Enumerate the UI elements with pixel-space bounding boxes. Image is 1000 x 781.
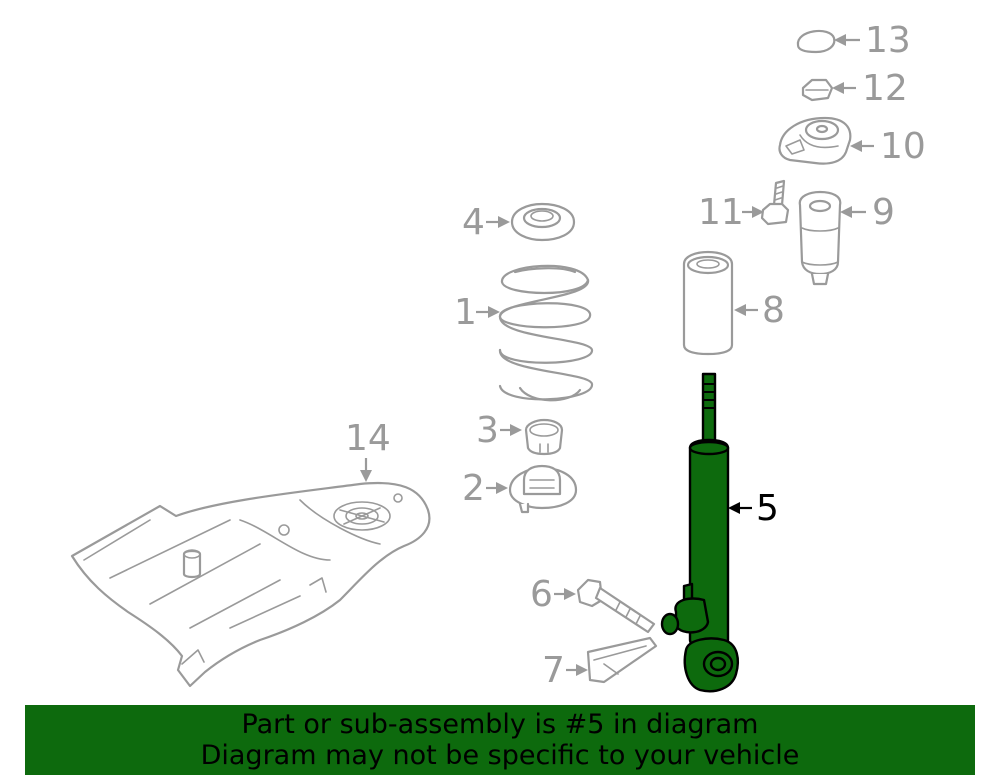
svg-text:8: 8 bbox=[762, 290, 785, 331]
callout-1: 1 bbox=[454, 292, 500, 333]
part-7-bracket[interactable] bbox=[586, 636, 658, 684]
svg-text:14: 14 bbox=[345, 418, 391, 459]
part-10-upper-mount[interactable] bbox=[778, 116, 852, 165]
svg-text:5: 5 bbox=[756, 488, 779, 529]
callout-7: 7 bbox=[542, 650, 588, 691]
callout-11: 11 bbox=[698, 192, 764, 233]
callout-10: 10 bbox=[850, 126, 926, 167]
banner-line-1: Part or sub-assembly is #5 in diagram bbox=[241, 709, 759, 740]
part-13-cap[interactable] bbox=[796, 29, 836, 54]
svg-text:1: 1 bbox=[454, 292, 477, 333]
callout-6: 6 bbox=[530, 574, 576, 615]
info-banner: Part or sub-assembly is #5 in diagram Di… bbox=[25, 705, 975, 775]
part-4-spring-seat[interactable] bbox=[510, 202, 576, 242]
callout-3: 3 bbox=[476, 410, 522, 451]
callout-12: 12 bbox=[832, 68, 908, 109]
part-3-bushing[interactable] bbox=[524, 418, 564, 456]
part-2-lower-seat[interactable] bbox=[508, 464, 578, 514]
banner-line-2: Diagram may not be specific to your vehi… bbox=[200, 740, 800, 771]
part-6-bolt[interactable] bbox=[576, 578, 656, 634]
callout-5: 5 bbox=[728, 488, 779, 529]
part-5-shock-absorber[interactable] bbox=[660, 372, 739, 693]
callout-9: 9 bbox=[840, 192, 895, 233]
part-1-coil-spring[interactable] bbox=[498, 264, 594, 402]
svg-text:10: 10 bbox=[880, 126, 926, 167]
callout-4: 4 bbox=[462, 202, 510, 243]
callout-13: 13 bbox=[834, 20, 911, 61]
part-9-bump-stop[interactable] bbox=[798, 190, 842, 286]
part-11-bolt[interactable] bbox=[760, 179, 790, 226]
svg-text:7: 7 bbox=[542, 650, 565, 691]
part-12-nut[interactable] bbox=[801, 78, 834, 102]
svg-text:9: 9 bbox=[872, 192, 895, 233]
svg-text:11: 11 bbox=[698, 192, 744, 233]
svg-text:2: 2 bbox=[462, 468, 485, 509]
svg-text:4: 4 bbox=[462, 202, 485, 243]
callout-14: 14 bbox=[345, 418, 391, 482]
svg-text:3: 3 bbox=[476, 410, 499, 451]
part-14-undershield[interactable] bbox=[70, 481, 431, 688]
svg-text:13: 13 bbox=[865, 20, 911, 61]
svg-text:12: 12 bbox=[862, 68, 908, 109]
callout-2: 2 bbox=[462, 468, 508, 509]
part-8-dust-boot[interactable] bbox=[682, 250, 734, 356]
svg-text:6: 6 bbox=[530, 574, 553, 615]
callout-8: 8 bbox=[734, 290, 785, 331]
